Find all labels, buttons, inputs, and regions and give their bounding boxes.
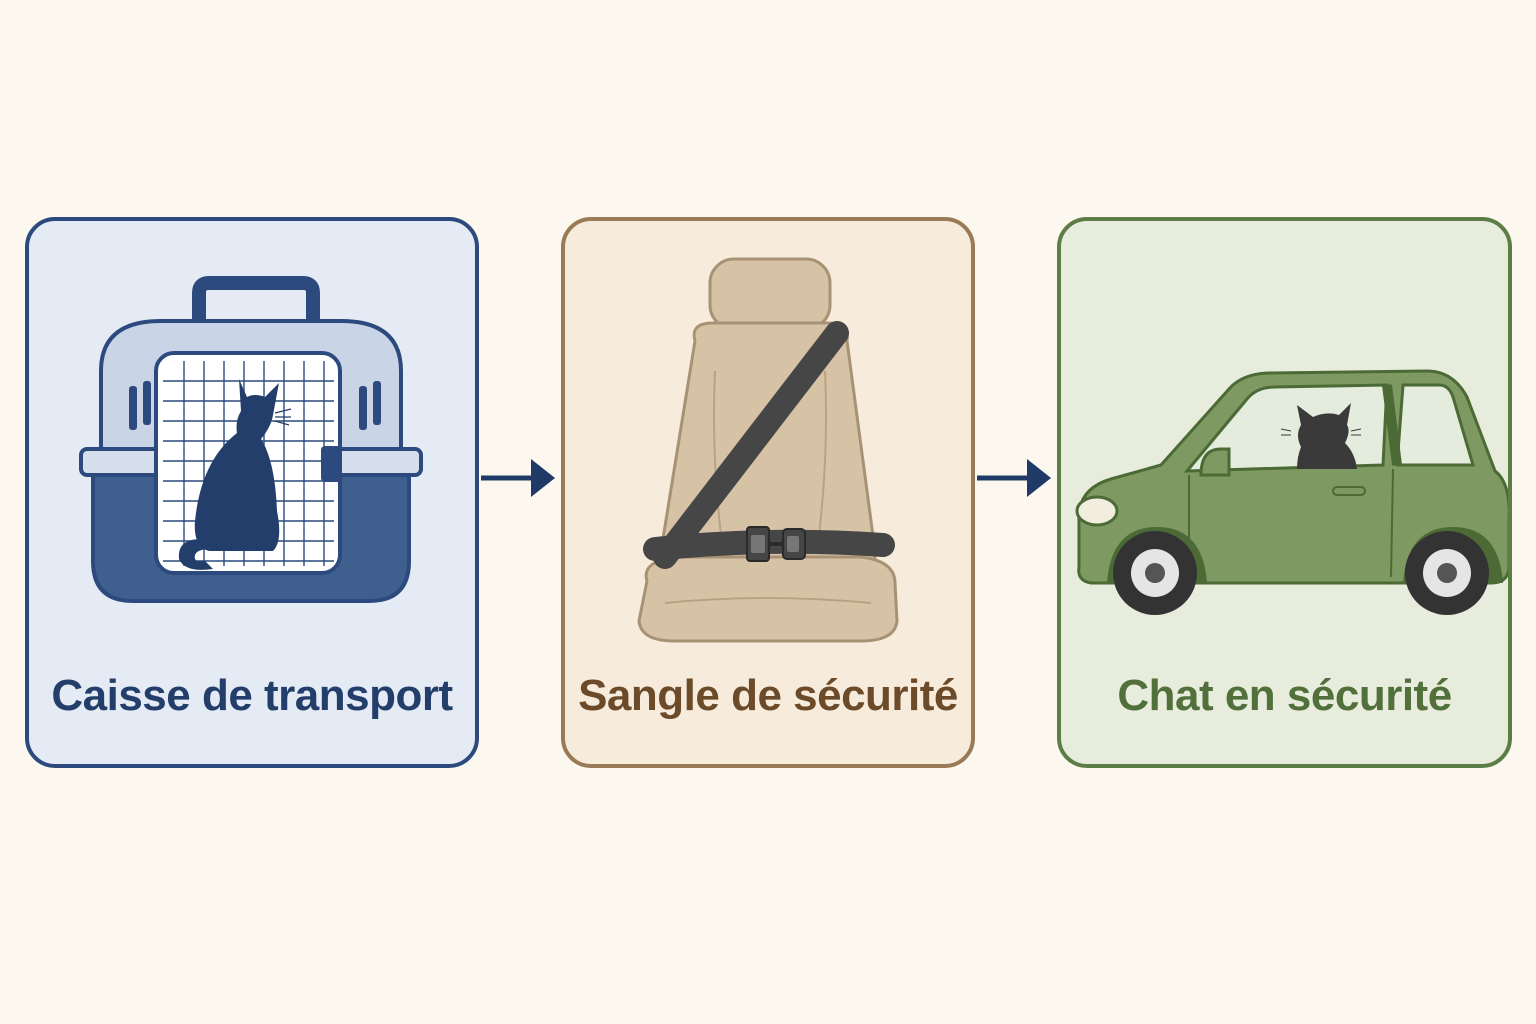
arrow-right-icon bbox=[481, 459, 555, 497]
step-card-seat-belt: Sangle de sécurité bbox=[561, 217, 975, 768]
step-card-carrier: Caisse de transport bbox=[25, 217, 479, 768]
car-seat-belt-icon bbox=[637, 257, 899, 643]
car-with-cat-icon bbox=[1075, 369, 1508, 615]
step-label: Chat en sécurité bbox=[1117, 671, 1452, 720]
cat-carrier-icon bbox=[79, 276, 423, 603]
step-label: Caisse de transport bbox=[51, 671, 453, 720]
step-card-car: Chat en sécurité bbox=[1057, 217, 1512, 768]
step-label: Sangle de sécurité bbox=[578, 671, 958, 720]
arrow-right-icon bbox=[977, 459, 1051, 497]
